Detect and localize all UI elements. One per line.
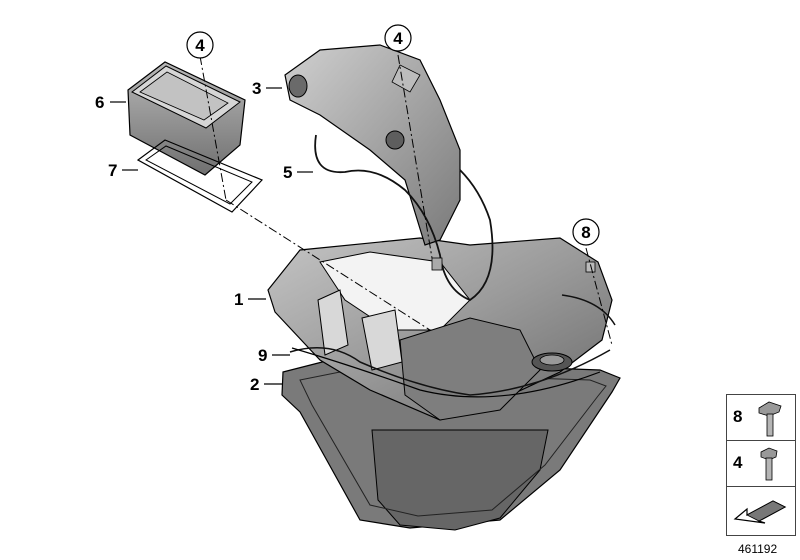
callout-3: 3 <box>252 79 261 98</box>
callout-9: 9 <box>258 346 267 365</box>
callout-4-right: 4 <box>393 29 403 48</box>
assembly-line-4-right <box>397 54 433 259</box>
callout-4-left: 4 <box>195 36 205 55</box>
callout-5: 5 <box>283 163 292 182</box>
callout-7: 7 <box>108 161 117 180</box>
legend-row-4: 4 <box>727 441 795 487</box>
box <box>127 61 246 176</box>
bolt-8-in-diagram <box>585 261 596 273</box>
main-housing <box>267 237 616 421</box>
fastener-legend: 8 4 <box>726 394 796 536</box>
callout-6: 6 <box>95 93 104 112</box>
legend-row-8: 8 <box>727 395 795 441</box>
flange-bolt-icon <box>758 401 782 437</box>
bolt-4-in-diagram <box>431 257 443 271</box>
assembly-line-4-left <box>199 55 227 201</box>
callout-circle-8 <box>572 218 600 246</box>
direction-arrow-icon <box>733 500 787 524</box>
callout-2: 2 <box>250 375 259 394</box>
cable <box>314 134 494 302</box>
seal <box>291 347 601 398</box>
legend-label-8: 8 <box>733 407 743 426</box>
legend-label-4: 4 <box>733 453 743 472</box>
callout-circle-4-right <box>384 24 412 52</box>
gasket <box>136 139 264 213</box>
lower-tray <box>281 359 621 531</box>
callout-8: 8 <box>581 223 590 242</box>
hex-bolt-icon <box>760 447 778 481</box>
legend-row-arrow <box>727 487 795 535</box>
diagram-reference-number: 461192 <box>738 542 778 556</box>
callout-1: 1 <box>234 290 243 309</box>
assembly-line-box <box>225 199 431 331</box>
top-cover <box>284 44 461 246</box>
callout-circle-4-left <box>186 31 214 59</box>
